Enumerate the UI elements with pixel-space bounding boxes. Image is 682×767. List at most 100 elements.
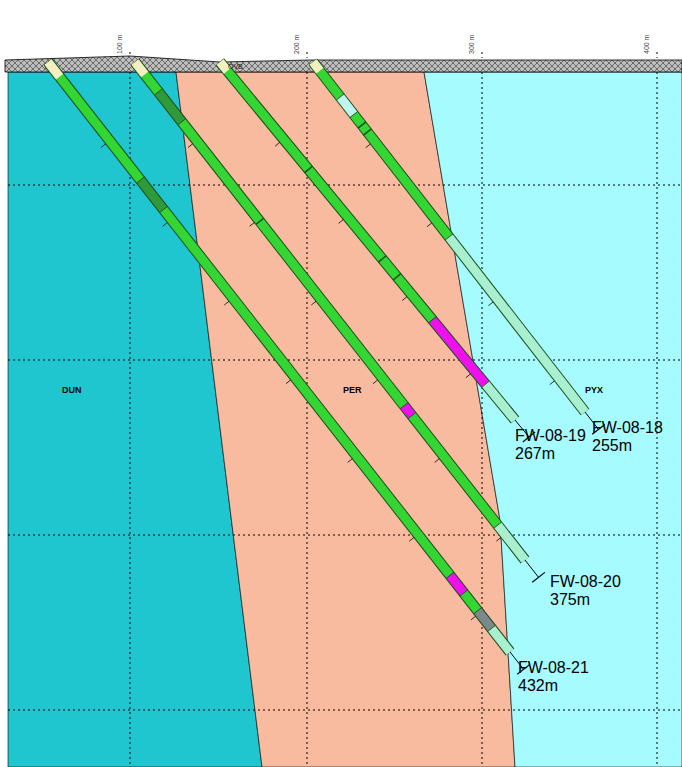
interval-divider <box>154 89 162 95</box>
hole-interval <box>432 320 485 384</box>
interval-divider <box>429 317 437 323</box>
hole-interval <box>158 92 181 122</box>
depth-tick <box>188 144 193 148</box>
interval-divider <box>160 206 168 212</box>
unit-label: PYX <box>585 386 603 396</box>
interval-divider <box>460 590 468 596</box>
unit-label: PER <box>343 386 362 396</box>
interval-divider <box>363 129 371 135</box>
collar-marker <box>313 62 320 71</box>
overburden-band <box>5 56 682 72</box>
hole-id: FW-08-20 <box>550 573 621 591</box>
depth-tick <box>466 374 471 378</box>
axis-label: 200 m <box>293 35 301 54</box>
depth-tick <box>488 302 493 306</box>
interval-divider <box>474 608 482 614</box>
interval-divider <box>488 625 496 631</box>
hole-id: FW-08-19 <box>515 427 586 445</box>
depth-tick <box>163 223 168 227</box>
hole-depth: 267m <box>515 445 555 463</box>
interval-divider <box>350 111 358 117</box>
axis-tick <box>657 52 658 58</box>
hole-interval <box>164 210 450 576</box>
pyroxenite-region <box>424 72 682 767</box>
depth-tick <box>275 142 280 146</box>
hole-interval <box>498 525 525 560</box>
hole-interval <box>220 62 432 320</box>
grid-line <box>8 535 682 536</box>
hole-depth: 432m <box>518 677 558 695</box>
interval-divider <box>378 256 386 262</box>
grid-line <box>130 72 131 767</box>
hole-outline <box>135 62 525 560</box>
depth-tick <box>550 381 555 385</box>
collar-marker <box>135 62 145 74</box>
axis-label: 300 m <box>468 35 476 54</box>
depth-tick <box>339 220 344 224</box>
hole-interval <box>182 122 404 406</box>
hole-tail <box>525 560 539 577</box>
depth-tick <box>348 459 353 463</box>
grid-line <box>8 360 682 361</box>
depth-tick <box>101 144 106 148</box>
interval-divider <box>178 119 186 125</box>
collar-marker <box>220 62 227 71</box>
axis-tick <box>307 52 308 58</box>
depth-tick <box>471 616 476 620</box>
hole-interval <box>48 62 140 180</box>
interval-divider <box>305 166 313 172</box>
depth-tick <box>373 380 378 384</box>
unit-label: OVB <box>228 63 243 71</box>
hole-depth: 375m <box>550 591 590 609</box>
interval-divider <box>393 274 401 280</box>
collar-marker <box>48 62 60 77</box>
hole-id: FW-08-18 <box>592 419 663 437</box>
grid-lines <box>8 52 682 767</box>
depth-tick <box>250 223 255 227</box>
interval-divider <box>358 122 366 128</box>
interval-divider <box>136 177 144 183</box>
depth-tick <box>311 301 316 305</box>
axis-label: 100 m <box>116 35 124 54</box>
depth-tick <box>435 459 440 463</box>
depth-tick <box>409 537 414 541</box>
interval-divider <box>445 234 453 240</box>
drill-holes <box>44 59 605 674</box>
interval-divider <box>336 94 344 100</box>
hole-interval <box>492 628 510 652</box>
hole-interval <box>404 406 412 416</box>
interval-divider <box>408 412 416 418</box>
axis-tick <box>482 52 483 58</box>
hole-interval <box>412 416 498 526</box>
hole-interval <box>486 384 516 420</box>
hole-interval <box>340 97 354 115</box>
hole-interval <box>450 575 464 593</box>
hole-interval <box>478 611 492 629</box>
depth-tick <box>427 223 432 227</box>
hole-interval <box>140 180 163 210</box>
hole-interval <box>464 593 478 611</box>
hole-outline <box>313 62 585 412</box>
depth-tick <box>402 297 407 301</box>
grid-line <box>482 72 483 767</box>
interval-divider <box>446 572 454 578</box>
hole-interval <box>135 62 158 92</box>
hole-end-cap <box>532 572 545 582</box>
depth-tick <box>496 537 501 541</box>
hole-interval <box>354 115 449 238</box>
hole-id: FW-08-21 <box>518 659 589 677</box>
unit-label: DUN <box>62 386 82 396</box>
interval-divider <box>256 218 264 224</box>
interval-divider <box>482 381 490 387</box>
depth-tick <box>286 380 291 384</box>
hole-interval <box>449 237 585 412</box>
hole-outline <box>48 62 510 652</box>
hole-depth: 255m <box>592 437 632 455</box>
grid-line <box>8 185 682 186</box>
hole-interval <box>313 62 340 97</box>
grid-line <box>8 710 682 711</box>
interval-divider <box>400 403 408 409</box>
interval-divider <box>494 522 502 528</box>
